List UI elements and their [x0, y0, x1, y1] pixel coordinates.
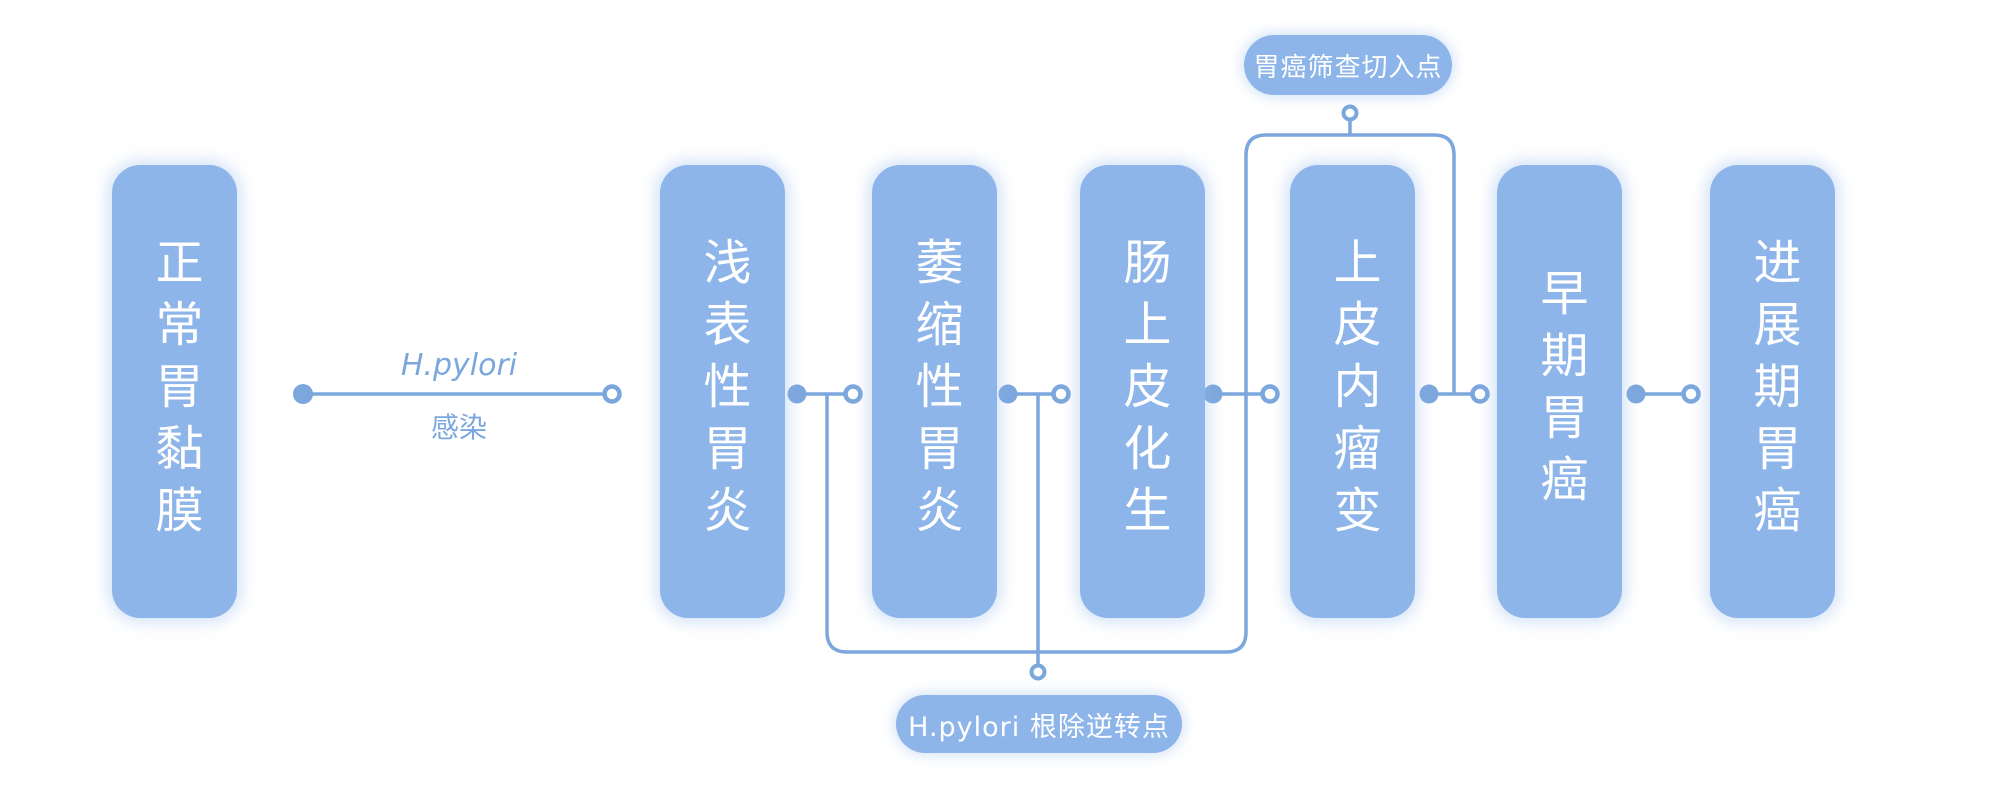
stage-label: 浅表性胃炎 — [694, 236, 751, 547]
eradication-anchor-ring — [1029, 663, 1047, 681]
eradication-callout-pill: H.pylori 根除逆转点 — [896, 695, 1182, 753]
connector-4-5-start-dot — [1203, 384, 1223, 404]
stage-box-early-gastric-cancer: 早期胃癌 — [1497, 165, 1622, 618]
connector-1-2-end-ring — [602, 384, 622, 404]
connector-2-3-start-dot — [787, 384, 807, 404]
connector-5-6-end-ring — [1470, 384, 1490, 404]
hpylori-infection-label-primary: H.pylori — [400, 348, 518, 383]
stage-label: 进展期胃癌 — [1744, 236, 1801, 547]
stage-box-superficial-gastritis: 浅表性胃炎 — [660, 165, 785, 618]
connector-3-4-end-ring — [1051, 384, 1071, 404]
connector-3-4-start-dot — [998, 384, 1018, 404]
connector-1-2-start-dot — [293, 384, 313, 404]
screening-callout-pill: 胃癌筛查切入点 — [1244, 35, 1452, 95]
screening-anchor-ring — [1341, 104, 1359, 122]
stage-label: 早期胃癌 — [1531, 267, 1588, 516]
stage-box-advanced-gastric-cancer: 进展期胃癌 — [1710, 165, 1835, 618]
stage-box-intestinal-metaplasia: 肠上皮化生 — [1080, 165, 1205, 618]
stage-label: 上皮内瘤变 — [1324, 236, 1381, 547]
connector-2-3-end-ring — [843, 384, 863, 404]
stage-label: 萎缩性胃炎 — [906, 236, 963, 547]
stage-label: 肠上皮化生 — [1114, 236, 1171, 547]
stage-box-intraepithelial-neoplasia: 上皮内瘤变 — [1290, 165, 1415, 618]
connector-4-5-end-ring — [1260, 384, 1280, 404]
hpylori-infection-label-secondary: 感染 — [430, 411, 487, 444]
connector-6-7-end-ring — [1681, 384, 1701, 404]
connector-6-7-start-dot — [1626, 384, 1646, 404]
stage-label: 正常胃黏膜 — [146, 236, 203, 547]
stage-box-atrophic-gastritis: 萎缩性胃炎 — [872, 165, 997, 618]
stage-box-normal-gastric-mucosa: 正常胃黏膜 — [112, 165, 237, 618]
connector-5-6-start-dot — [1419, 384, 1439, 404]
